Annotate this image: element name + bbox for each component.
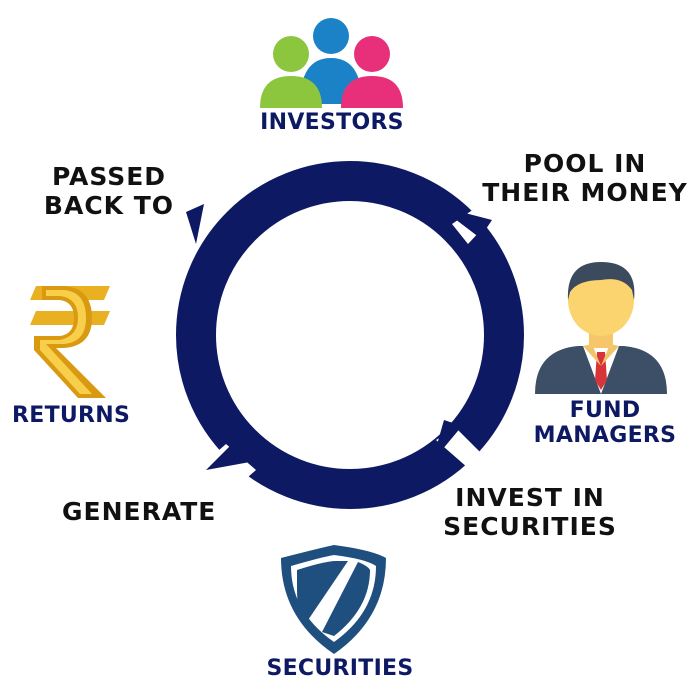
businessman-icon <box>535 262 667 394</box>
step-pool-line2: THEIR MONEY <box>482 177 688 207</box>
returns-label: RETURNS <box>12 403 131 428</box>
ring-gap-top-right <box>438 198 498 244</box>
person-pink-icon <box>341 36 403 108</box>
step-passed-back-to: PASSED BACK TO <box>34 162 184 221</box>
fund-managers-line2: MANAGERS <box>533 423 677 449</box>
step-pool-in-their-money: POOL IN THEIR MONEY <box>470 149 700 208</box>
step-invest-line2: SECURITIES <box>443 511 617 541</box>
person-green-icon <box>260 36 322 108</box>
fund-managers-label: FUND MANAGERS <box>520 398 690 449</box>
rupee-icon <box>30 286 110 398</box>
step-passed-line2: BACK TO <box>43 190 175 220</box>
securities-label: SECURITIES <box>266 656 414 681</box>
shield-icon <box>281 545 386 654</box>
fund-managers-line1: FUND <box>569 398 641 423</box>
ring-gap-bottom-left <box>206 444 256 484</box>
step-invest-line1: INVEST IN <box>455 483 605 512</box>
investors-label: INVESTORS <box>260 110 404 135</box>
step-passed-line1: PASSED <box>51 162 167 191</box>
ring-gap-top-left <box>172 204 212 244</box>
ring-gap-bottom-right <box>432 420 484 468</box>
people-group-icon <box>260 18 403 108</box>
cycle-ring <box>176 161 524 509</box>
step-pool-line1: POOL IN <box>523 149 647 178</box>
step-invest-in-securities: INVEST IN SECURITIES <box>440 483 620 542</box>
step-generate: GENERATE <box>62 497 217 526</box>
